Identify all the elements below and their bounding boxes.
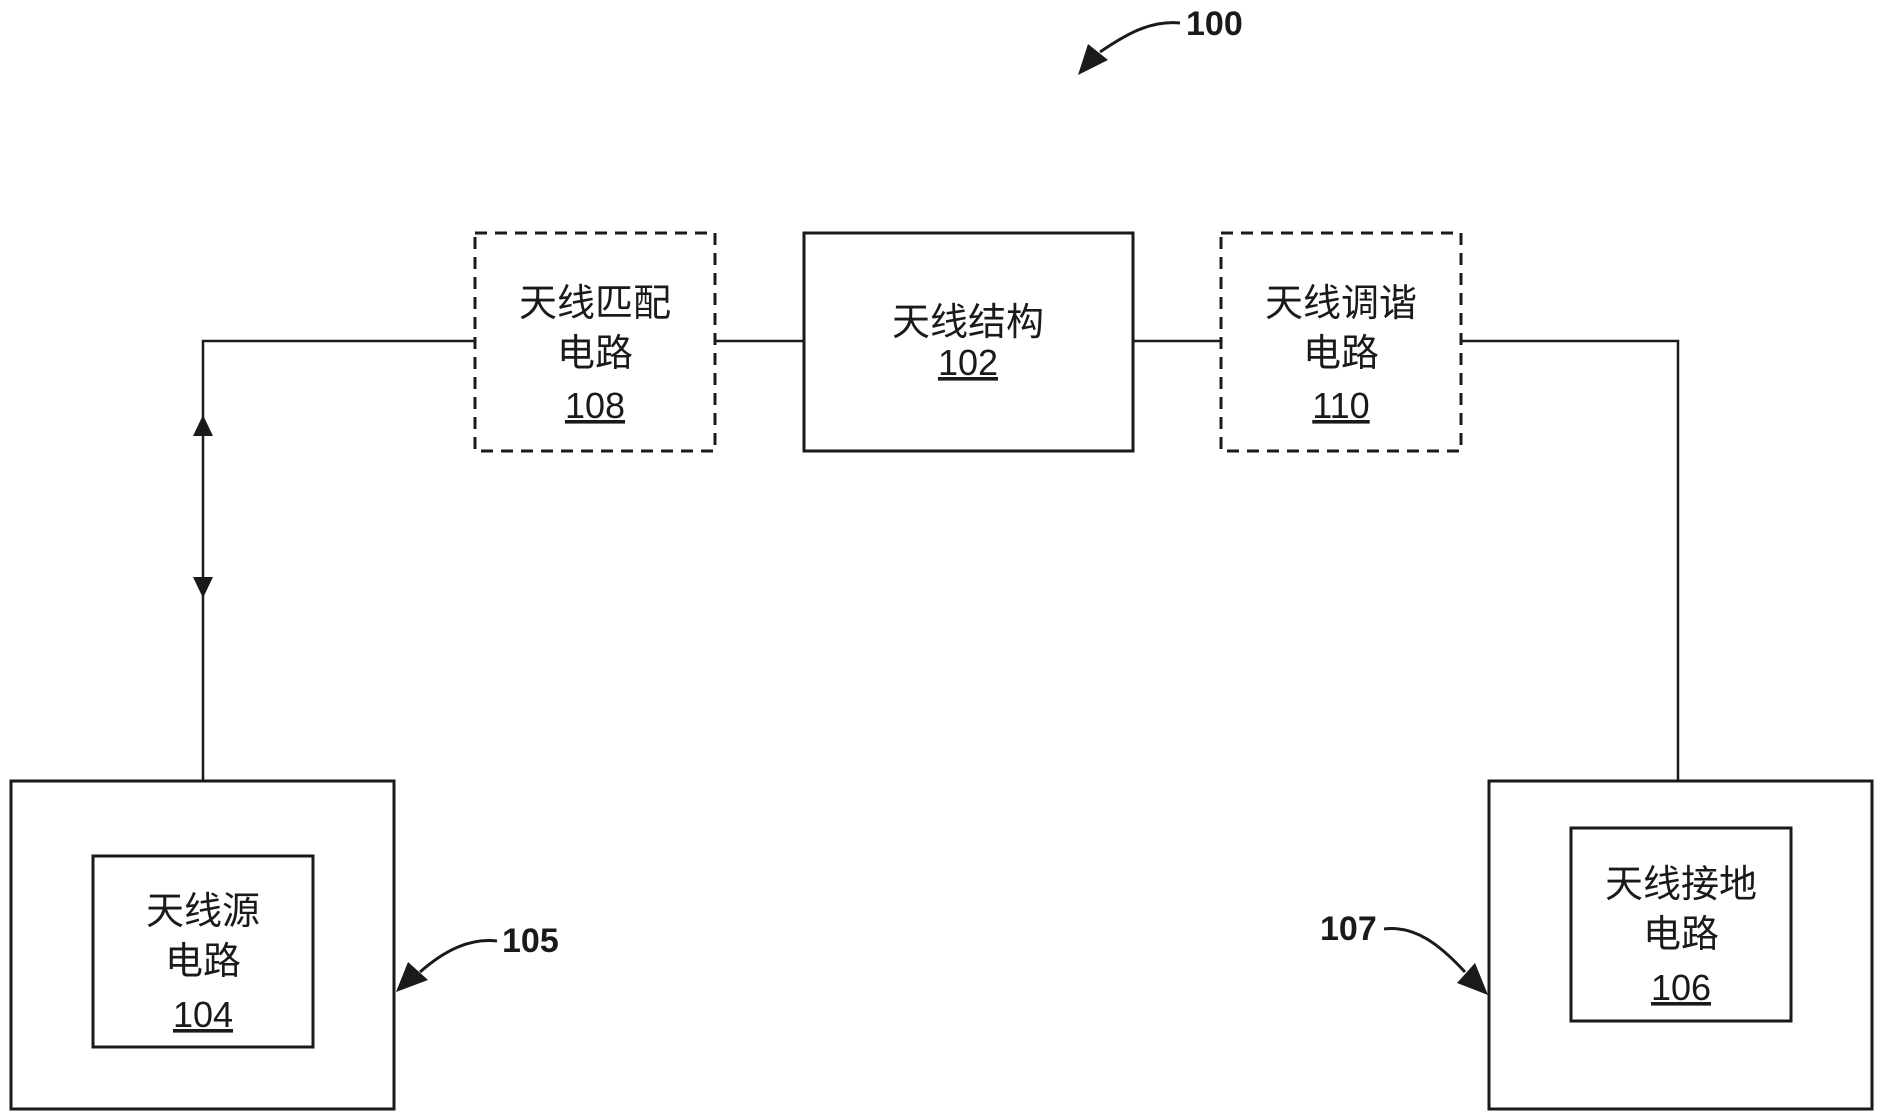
bidirectional-arrow-icon xyxy=(193,415,213,598)
tuning-circuit-label-line1: 天线调谐 xyxy=(1265,281,1417,325)
figure-ref-arrowhead xyxy=(1078,44,1108,75)
ref-105: 105 xyxy=(396,922,559,992)
matching-circuit-label-line2: 电路 xyxy=(557,331,633,375)
matching-circuit-label-line1: 天线匹配 xyxy=(519,281,671,325)
ref-107-label: 107 xyxy=(1320,910,1377,948)
tuning-circuit-label-line2: 电路 xyxy=(1303,331,1379,375)
wire-source-to-matching xyxy=(201,339,474,855)
ref-107-arrowhead xyxy=(1457,963,1488,995)
ground-circuit-box xyxy=(1569,826,1793,1023)
connections xyxy=(201,339,1680,855)
matching-circuit-number: 108 xyxy=(565,385,625,426)
antenna-structure-label: 天线结构 xyxy=(892,300,1044,344)
figure-ref-leader xyxy=(1099,21,1181,54)
node-tuning-circuit: 天线调谐 电路 110 xyxy=(1219,231,1463,453)
node-matching-circuit: 天线匹配 电路 108 xyxy=(473,231,717,453)
node-antenna-structure: 天线结构 102 xyxy=(802,231,1135,453)
ground-circuit-number: 106 xyxy=(1651,967,1711,1008)
antenna-structure-box xyxy=(802,231,1135,453)
source-circuit-box xyxy=(91,854,315,1049)
ref-105-label: 105 xyxy=(502,922,559,960)
ref-105-leader xyxy=(419,939,498,974)
figure-ref-label: 100 xyxy=(1186,5,1243,43)
ground-circuit-label-line2: 电路 xyxy=(1643,912,1719,956)
node-ground-housing: 天线接地 电路 106 xyxy=(1487,779,1874,1111)
ground-circuit-label-line1: 天线接地 xyxy=(1605,862,1757,906)
ref-105-arrowhead xyxy=(396,962,428,992)
source-circuit-number: 104 xyxy=(173,994,233,1035)
ref-107: 107 xyxy=(1320,910,1488,995)
source-circuit-label-line2: 电路 xyxy=(165,939,241,983)
tuning-circuit-number: 110 xyxy=(1312,385,1369,426)
wire-tuning-to-ground xyxy=(1461,339,1680,827)
node-source-housing: 天线源 电路 104 xyxy=(9,779,396,1111)
matching-circuit-box xyxy=(473,231,717,453)
source-circuit-label-line1: 天线源 xyxy=(146,889,260,933)
tuning-circuit-box xyxy=(1219,231,1463,453)
figure-ref-100: 100 xyxy=(1078,5,1243,75)
ref-107-leader xyxy=(1383,926,1467,974)
antenna-structure-number: 102 xyxy=(938,342,998,383)
